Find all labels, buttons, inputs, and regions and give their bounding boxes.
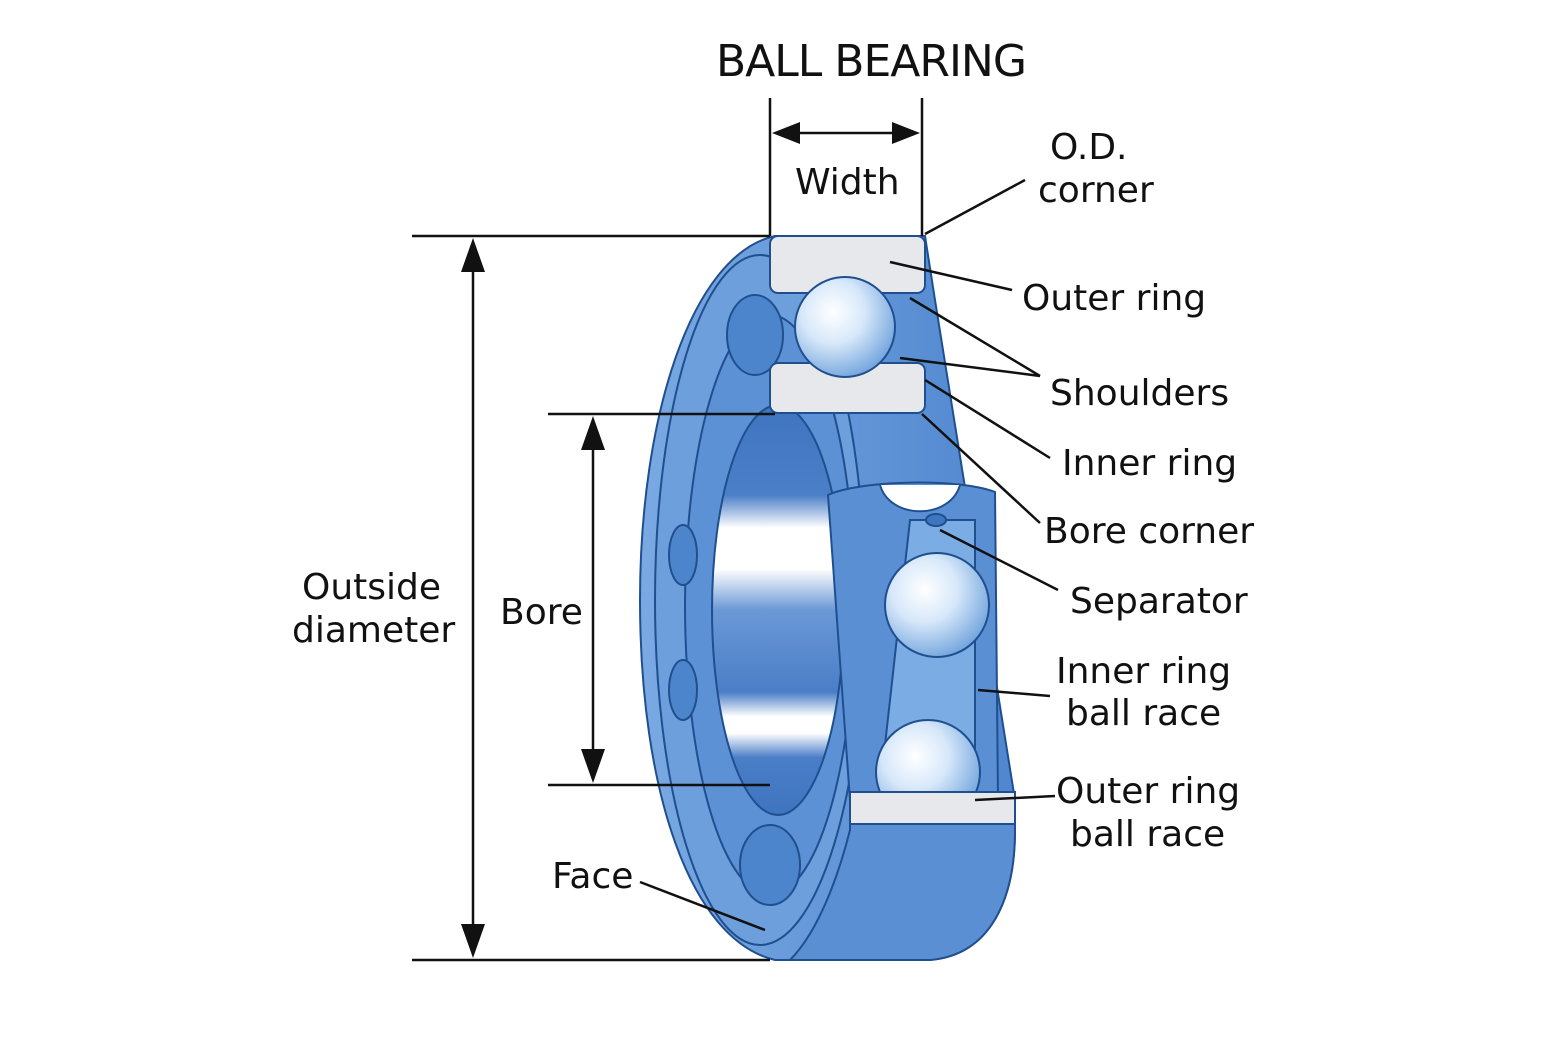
label-width: Width: [795, 162, 900, 203]
label-face: Face: [552, 856, 634, 897]
outer-race-section: [849, 791, 1016, 825]
leader-face: [639, 880, 766, 932]
top-ball: [794, 276, 896, 378]
separator-back: [668, 294, 801, 906]
leader-separator: [939, 528, 1059, 592]
diagram-title: BALL BEARING: [716, 36, 1027, 87]
middle-ball: [884, 552, 990, 658]
label-bore: Bore: [500, 592, 583, 633]
label-separator: Separator: [1070, 581, 1248, 622]
label-shoulders: Shoulders: [1050, 373, 1230, 414]
leader-shoulders-2: [899, 356, 1041, 378]
leader-outer-ring: [889, 260, 1013, 292]
label-od-corner-line2: corner: [1038, 170, 1154, 211]
label-inner-race-line1: Inner ring: [1056, 651, 1232, 692]
top-cross-section: [769, 235, 926, 414]
label-outer-race-line2: ball race: [1070, 814, 1226, 855]
label-od-corner-line1: O.D.: [1050, 127, 1128, 168]
outer-ring-cutaway: [787, 799, 1016, 961]
leader-inner-ring: [924, 378, 1051, 460]
arrowheads: [461, 122, 920, 958]
label-outer-ring: Outer ring: [1022, 278, 1207, 319]
label-inner-ring: Inner ring: [1062, 443, 1238, 484]
label-inner-race-line2: ball race: [1066, 693, 1222, 734]
separator-rivet: [925, 513, 947, 527]
leader-bore-corner: [921, 413, 1041, 524]
leader-outer-race: [974, 794, 1056, 802]
cutaway-section: [787, 481, 1016, 961]
label-outside-diameter-line1: Outside: [302, 567, 442, 608]
leader-od-corner: [924, 178, 1026, 236]
label-outer-race-line1: Outer ring: [1056, 771, 1241, 812]
leader-inner-race: [977, 688, 1051, 698]
leader-lines: [639, 178, 1059, 932]
label-outside-diameter-line2: diameter: [292, 610, 456, 651]
dimension-lines: [412, 98, 924, 962]
label-bore-corner: Bore corner: [1044, 511, 1255, 552]
leader-shoulders-1: [909, 296, 1041, 378]
